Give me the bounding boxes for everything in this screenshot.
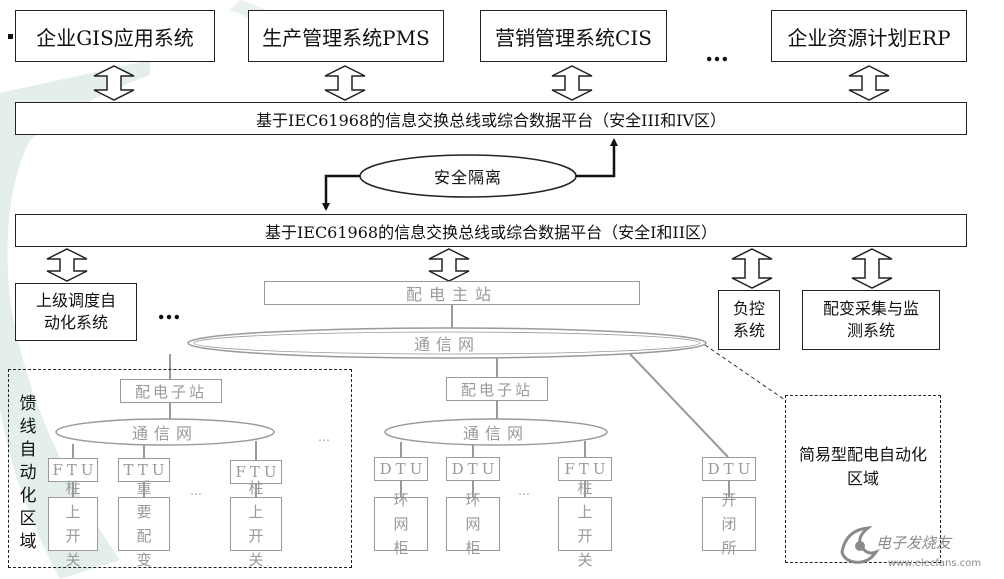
device-ftu-2: FTU [230,460,282,484]
device-dtu-3: DTU [702,457,756,481]
bus-security-3-4: 基于IEC61968的信息交换总线或综合数据平台（安全III和IV区） [15,102,967,135]
main-comm-network-label: 通信网 [413,335,480,354]
background-swoosh [0,60,150,579]
equipment-switching-station: 开闭所 [702,491,756,557]
arrow-bus-dispatch [46,248,88,282]
arrow-erp-bus [848,65,890,101]
simple-zone-pointer [704,344,786,401]
simple-zone-label: 简易型配电自动化区域 [798,445,927,488]
device-ftu-1: FTU [48,458,98,482]
left-ellipsis: … [157,296,184,325]
arrow-bus-transformer [851,248,893,289]
isolation-arrow-upper [576,138,618,178]
equipment-ring-main-unit-2: 环网柜 [446,491,500,557]
substation-1: 配电子站 [120,379,222,403]
sub-comm-network-2-label: 通信网 [462,424,529,443]
system-transformer-monitoring: 配变采集与监测系统 [802,290,940,350]
system-pms: 生产管理系统PMS [248,10,444,62]
equipment-important-transformer: 重要配变 [118,479,170,569]
isolation-arrow-lower [322,174,360,211]
main-comm-network-inner [193,331,701,355]
feeder-zone-label: 馈线自动化区域 [19,394,37,552]
equipment-pole-switch-1: 柱上开关 [48,479,98,569]
system-erp: 企业资源计划ERP [771,10,967,62]
watermark-url: www.elecfans.com [888,558,982,569]
network-dtu3-link [629,353,729,458]
device-ttu: TTU [118,458,170,482]
equipment-pole-switch-2: 柱上开关 [230,479,282,569]
arrow-bus-loadcontrol [731,248,773,289]
sub-comm-network-2-ellipse [384,418,608,446]
bus-security-1-2: 基于IEC61968的信息交换总线或综合数据平台（安全I和II区） [15,214,967,247]
arrow-bus-master [428,248,470,282]
arrow-pms-bus [324,65,366,101]
bullet-icon [8,34,13,39]
device-dtu-1: DTU [374,457,428,481]
system-dispatch-automation: 上级调度自动化系统 [15,283,137,341]
ellipsis-feeder-devices: … [190,484,204,498]
substation-2: 配电子站 [446,377,548,401]
ellipsis-feeder-network: … [318,430,332,444]
arrow-cis-bus [551,65,593,101]
top-ellipsis: … [705,38,732,67]
security-isolation-label: 安全隔离 [433,168,502,187]
distribution-master-station: 配电主站 [264,281,640,305]
system-cis: 营销管理系统CIS [480,10,667,62]
sub-comm-network-1-label: 通信网 [131,424,198,443]
device-ftu-3: FTU [558,457,612,481]
elecfans-logo-icon [840,526,880,564]
equipment-ring-main-unit-1: 环网柜 [374,491,428,557]
system-load-control: 负控系统 [718,290,780,350]
system-gis: 企业GIS应用系统 [15,10,215,62]
device-dtu-2: DTU [446,457,500,481]
main-comm-network-ellipse [187,327,707,359]
arrow-gis-bus [93,65,135,101]
watermark-text: 电子发烧友 [876,534,952,552]
feeder-automation-zone [8,369,352,568]
equipment-pole-switch-3: 柱上开关 [558,479,612,569]
sub-comm-network-1-ellipse [55,418,275,446]
ellipsis-dtu-devices: … [518,484,532,498]
